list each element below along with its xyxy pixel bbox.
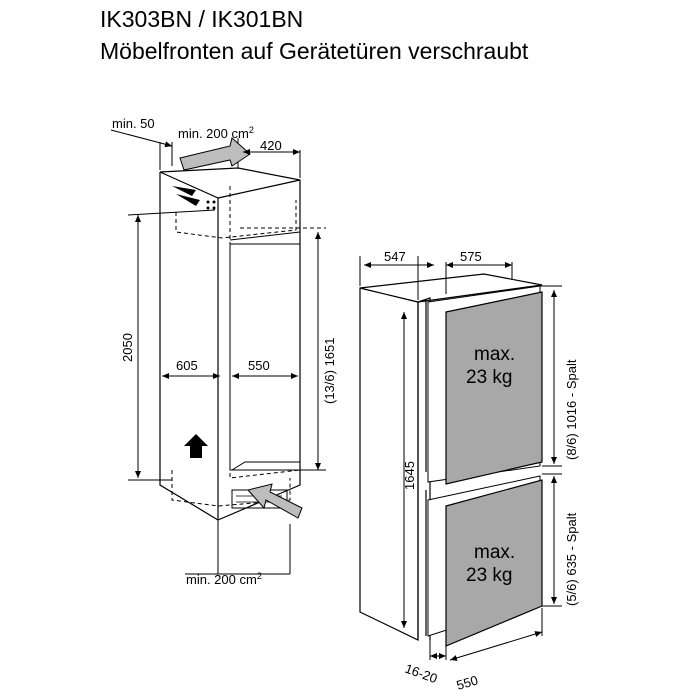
lower-door-panel — [445, 479, 543, 647]
bottom-width-label: 550 — [455, 672, 480, 692]
niche-height-label: 2050 — [120, 333, 135, 362]
bottom-airflow-arrow — [247, 483, 303, 519]
lower-door-load-line1: max. — [474, 542, 515, 563]
upper-door-panel — [445, 291, 543, 485]
lower-door — [427, 475, 543, 647]
upper-door-load-line2: 23 kg — [466, 367, 512, 388]
niche-dimension-lines — [110, 129, 326, 481]
lower-gap-label: (5/6) 635 - Spalt — [564, 512, 579, 606]
upper-door-load-line1: max. — [474, 344, 515, 365]
appliance-dimension-lines — [359, 256, 562, 661]
up-arrow-icon — [184, 434, 208, 458]
vent-bottom-area-label: min. 200 cm2 — [186, 571, 262, 587]
inner-height-label: (13/6) 1651 — [322, 338, 337, 405]
niche-front-edge — [159, 171, 219, 520]
top-airflow-arrow — [179, 137, 251, 171]
upper-gap-label: (8/6) 1016 - Spalt — [564, 359, 579, 460]
upper-door — [427, 285, 543, 485]
depth-inner-label: 550 — [248, 358, 270, 373]
subtitle: Möbelfronten auf Gerätetüren verschraubt — [100, 38, 529, 64]
socket-dots-icon — [206, 200, 216, 210]
vent-top-area-label: min. 200 cm2 — [178, 125, 254, 141]
depth-top-label: 420 — [260, 138, 282, 153]
door-gap-label: 16-20 — [403, 661, 439, 686]
lower-door-load-line2: 23 kg — [466, 565, 512, 586]
appliance-height-label: 1645 — [402, 461, 417, 490]
vent-arrows-icon — [172, 186, 200, 206]
appliance-width-label: 575 — [460, 249, 482, 264]
niche-drawing — [159, 138, 301, 575]
vent-top-min-label: min. 50 — [112, 116, 155, 131]
depth-outer-label: 605 — [176, 358, 198, 373]
model-title: IK303BN / IK301BN — [100, 6, 304, 32]
appliance-depth-label: 547 — [384, 249, 406, 264]
